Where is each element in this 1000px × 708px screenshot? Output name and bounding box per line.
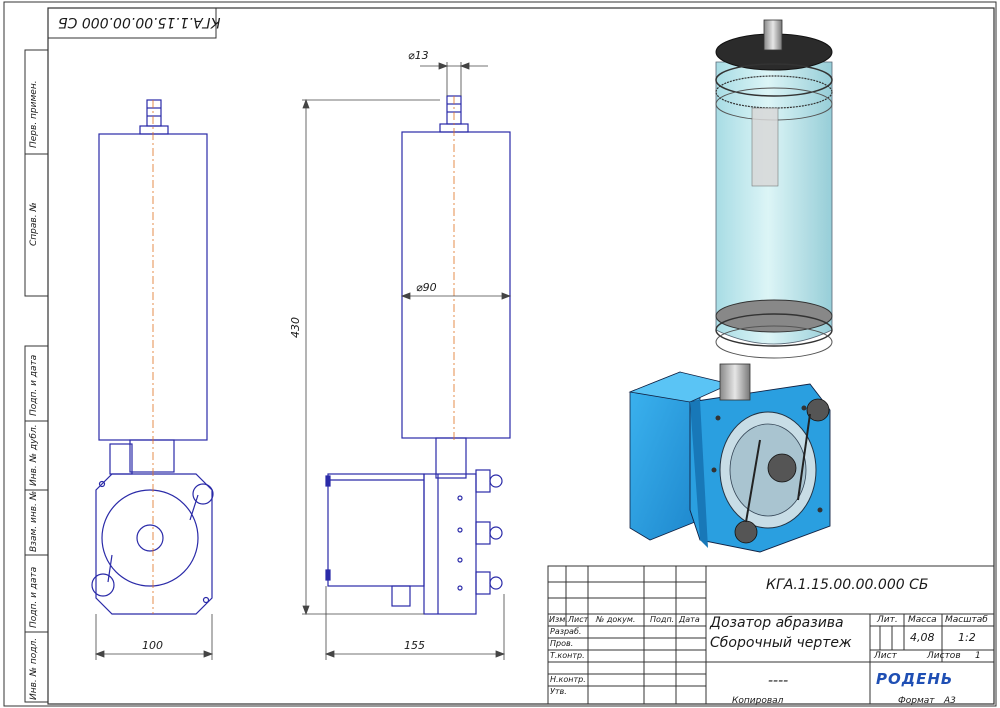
col-doc: № докум.: [596, 615, 636, 624]
row-prov: Пров.: [550, 639, 574, 648]
value-mass: 4,08: [910, 631, 935, 644]
value-sheets: 1: [975, 651, 981, 661]
dim-side: [302, 62, 512, 660]
row-nkontr: Н.контр.: [550, 675, 586, 684]
label-list: Лист: [874, 651, 897, 661]
label-lit: Лит.: [877, 615, 898, 625]
strip-vzam-inv: Взам. инв. №: [29, 490, 39, 552]
strip-inv-podl: Инв. № подл.: [29, 637, 39, 700]
value-scale: 1:2: [958, 631, 976, 644]
code-mirrored: КГА.1.15.00.00.000 СБ: [58, 14, 221, 30]
label-kopiroval: Копировал: [732, 696, 784, 706]
code-box-top: [47, 7, 217, 39]
side-strip: [24, 49, 49, 703]
label-massa: Масса: [908, 615, 937, 625]
strip-podp-data-2: Подп. и дата: [29, 566, 39, 628]
row-tkontr: Т.контр.: [550, 651, 585, 660]
dim-label-430: 430: [289, 317, 302, 338]
side-view: [325, 95, 511, 615]
row-utv: Утв.: [550, 687, 567, 696]
value-format: А3: [944, 696, 956, 706]
row-razrab: Разраб.: [550, 627, 582, 636]
dim-label-d90: ⌀90: [416, 281, 437, 294]
strip-podp-data-1: Подп. и дата: [29, 354, 39, 416]
col-list: Лист: [568, 615, 589, 624]
drawing-dashes: ----: [768, 673, 789, 689]
dim-label-155: 155: [404, 639, 425, 652]
col-data: Дата: [679, 615, 700, 624]
strip-sprav: Справ. №: [29, 202, 39, 246]
drawing-title-1: Дозатор абразива: [710, 615, 844, 631]
label-listov: Листов: [927, 651, 961, 661]
strip-inv-dubl: Инв. № дубл.: [29, 424, 39, 486]
company-logo: РОДЕНЬ: [876, 670, 954, 688]
inner-frame: [47, 7, 995, 705]
strip-perv-primen: Перв. примен.: [29, 80, 39, 148]
dim-label-100: 100: [142, 639, 163, 652]
col-podp: Подп.: [650, 615, 675, 624]
dim-label-d13: ⌀13: [408, 49, 429, 62]
outer-frame: [3, 1, 997, 707]
drawing-code: КГА.1.15.00.00.000 СБ: [766, 577, 929, 593]
label-masshtab: Масштаб: [945, 615, 988, 625]
dim-front-width: [94, 614, 214, 660]
isometric-view: [628, 19, 833, 553]
drawing-title-2: Сборочный чертеж: [710, 635, 852, 651]
col-izm: Изм.: [549, 615, 568, 624]
title-block: [547, 565, 995, 705]
front-view: [91, 99, 214, 615]
label-format: Формат: [898, 696, 935, 706]
